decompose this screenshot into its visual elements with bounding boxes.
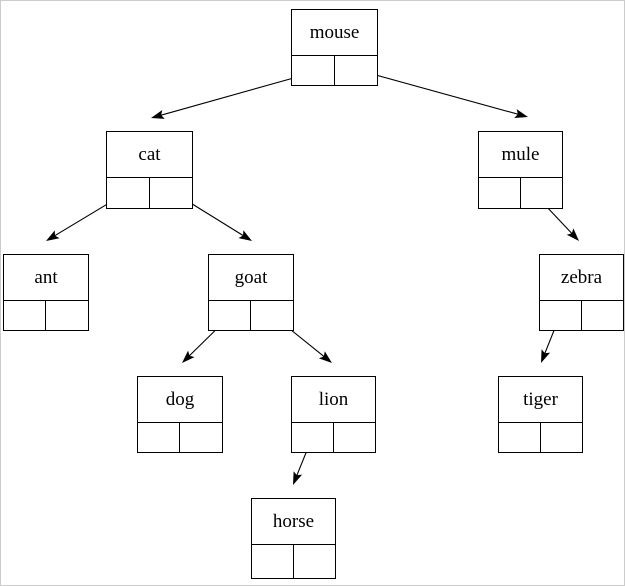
tree-node-tiger: tiger (498, 376, 583, 453)
node-pointers-zebra (540, 301, 623, 330)
right-pointer-cell-mouse (335, 56, 378, 85)
node-pointers-mule (479, 178, 562, 208)
tree-node-lion: lion (291, 376, 376, 453)
node-pointers-horse (252, 545, 335, 578)
node-pointers-cat (107, 178, 192, 208)
right-pointer-cell-goat (251, 301, 293, 330)
node-label-mule: mule (479, 132, 562, 178)
tree-node-mouse: mouse (291, 9, 378, 86)
arrowhead-icon (293, 471, 303, 485)
left-pointer-cell-dog (138, 423, 180, 452)
node-label-lion: lion (292, 377, 375, 423)
node-pointers-lion (292, 423, 375, 452)
right-pointer-cell-lion (334, 423, 376, 452)
right-pointer-cell-tiger (541, 423, 583, 452)
node-pointers-dog (138, 423, 222, 452)
node-label-horse: horse (252, 499, 335, 545)
arrowhead-icon (151, 110, 165, 119)
node-label-dog: dog (138, 377, 222, 423)
right-pointer-cell-horse (294, 545, 336, 578)
arrowhead-icon (318, 351, 332, 363)
tree-node-cat: cat (106, 131, 193, 209)
arrowhead-icon (514, 109, 528, 118)
node-label-ant: ant (4, 255, 88, 301)
node-label-cat: cat (107, 132, 192, 178)
node-pointers-ant (4, 301, 88, 330)
right-pointer-cell-zebra (582, 301, 624, 330)
left-pointer-cell-mule (479, 178, 521, 208)
edge-line (353, 68, 519, 115)
tree-node-mule: mule (478, 131, 563, 209)
left-pointer-cell-horse (252, 545, 294, 578)
tree-node-horse: horse (251, 498, 336, 579)
node-pointers-mouse (292, 56, 377, 85)
arrowhead-icon (46, 230, 60, 241)
node-label-tiger: tiger (499, 377, 582, 423)
right-pointer-cell-mule (521, 178, 563, 208)
edge-mouse-to-mule (353, 68, 528, 118)
left-pointer-cell-mouse (292, 56, 335, 85)
node-label-zebra: zebra (540, 255, 623, 301)
arrowhead-icon (541, 349, 551, 363)
left-pointer-cell-goat (209, 301, 251, 330)
node-pointers-tiger (499, 423, 582, 452)
node-pointers-goat (209, 301, 293, 330)
arrowhead-icon (182, 350, 195, 363)
arrowhead-icon (238, 230, 252, 241)
arrowhead-icon (566, 228, 579, 241)
left-pointer-cell-zebra (540, 301, 582, 330)
tree-node-dog: dog (137, 376, 223, 453)
node-label-mouse: mouse (292, 10, 377, 56)
right-pointer-cell-dog (180, 423, 222, 452)
left-pointer-cell-cat (107, 178, 150, 208)
right-pointer-cell-ant (46, 301, 88, 330)
node-label-goat: goat (209, 255, 293, 301)
right-pointer-cell-cat (150, 178, 193, 208)
left-pointer-cell-tiger (499, 423, 541, 452)
left-pointer-cell-lion (292, 423, 334, 452)
tree-node-zebra: zebra (539, 254, 624, 331)
tree-node-ant: ant (3, 254, 89, 331)
left-pointer-cell-ant (4, 301, 46, 330)
tree-node-goat: goat (208, 254, 294, 331)
